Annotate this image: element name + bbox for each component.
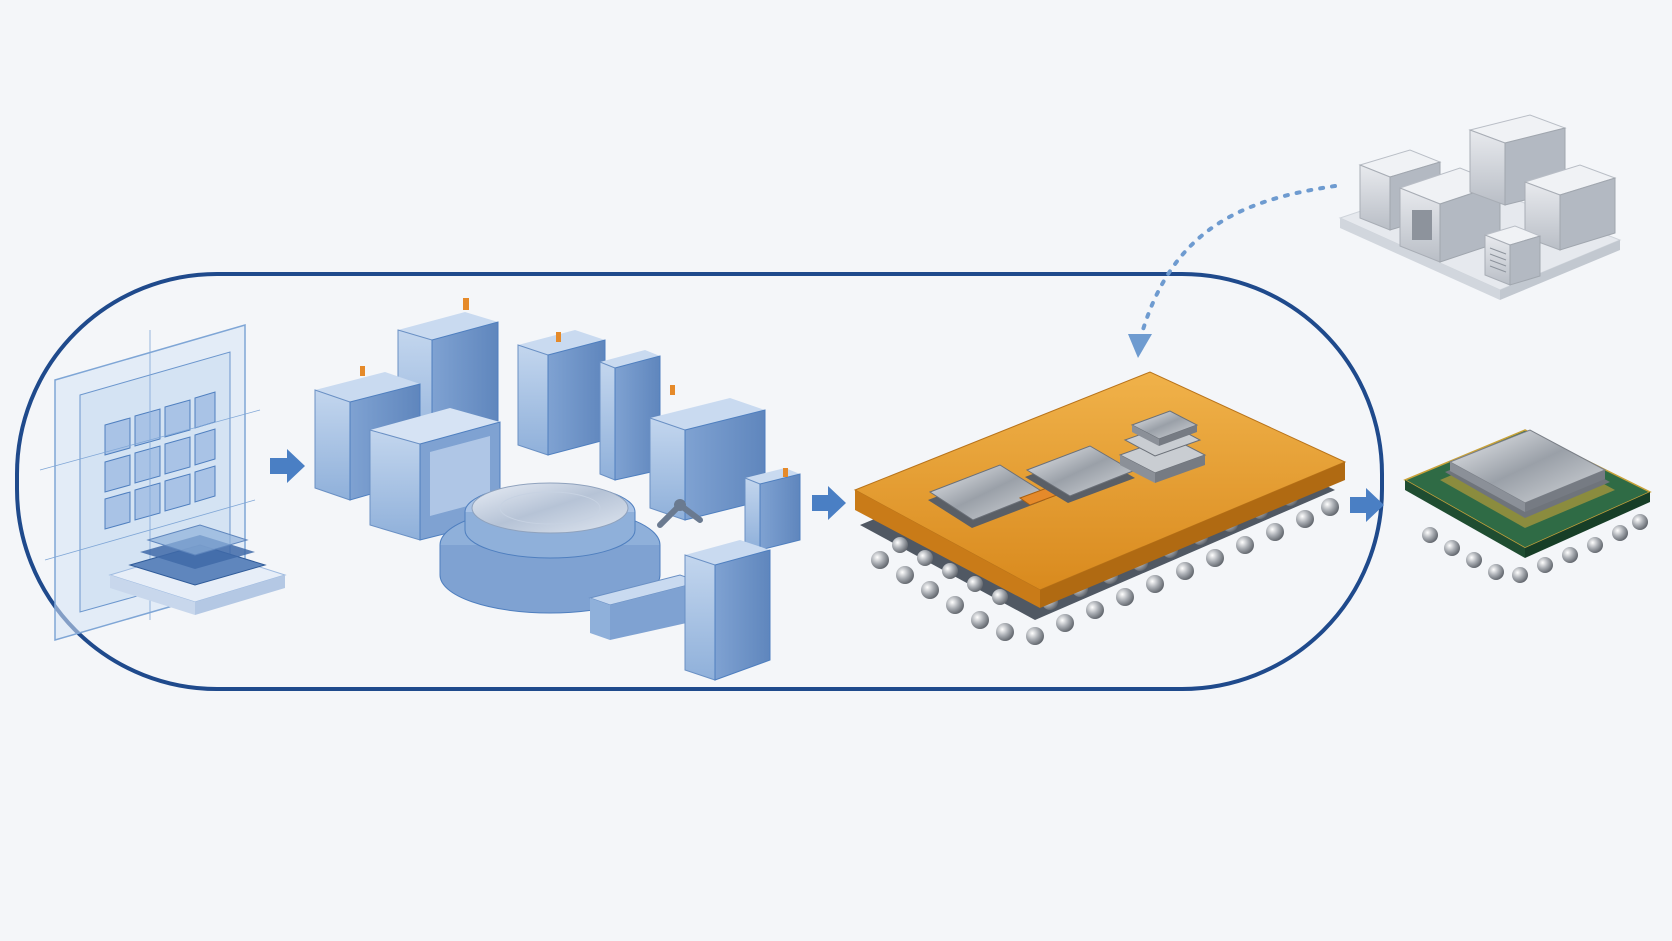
chip-layout-design-icon [39, 324, 287, 641]
flow-arrow-2 [812, 486, 846, 520]
finished-processor-icon [1403, 429, 1652, 583]
chip-package-substrate-icon [853, 371, 1347, 645]
dotted-arrow-head-icon [1128, 334, 1152, 358]
dotted-supply-arrow [1138, 184, 1337, 342]
outsourced-facility-icon [1338, 114, 1622, 300]
flow-arrow-3 [1350, 488, 1384, 522]
wafer-fab-equipment-icon [314, 298, 801, 681]
flow-arrow-1 [270, 449, 305, 483]
process-loop-outline [15, 272, 1384, 691]
